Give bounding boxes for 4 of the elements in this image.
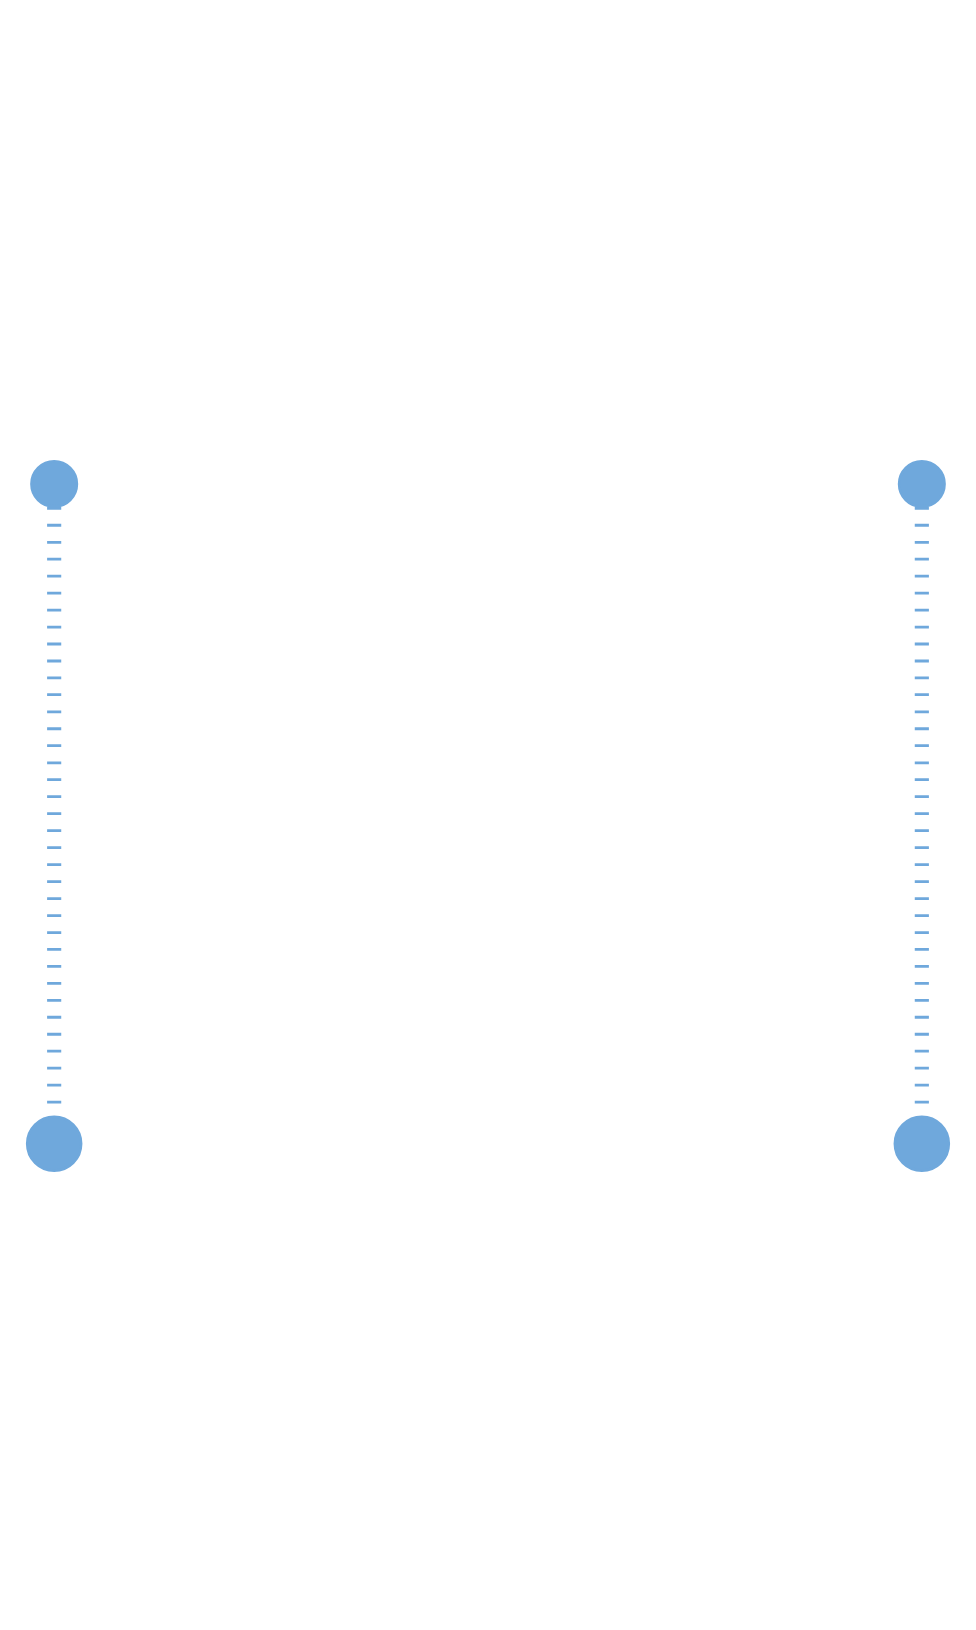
node-circle [25,1114,83,1172]
node-circle [30,458,79,507]
node-circle [897,458,946,507]
node-circle [893,1114,951,1172]
